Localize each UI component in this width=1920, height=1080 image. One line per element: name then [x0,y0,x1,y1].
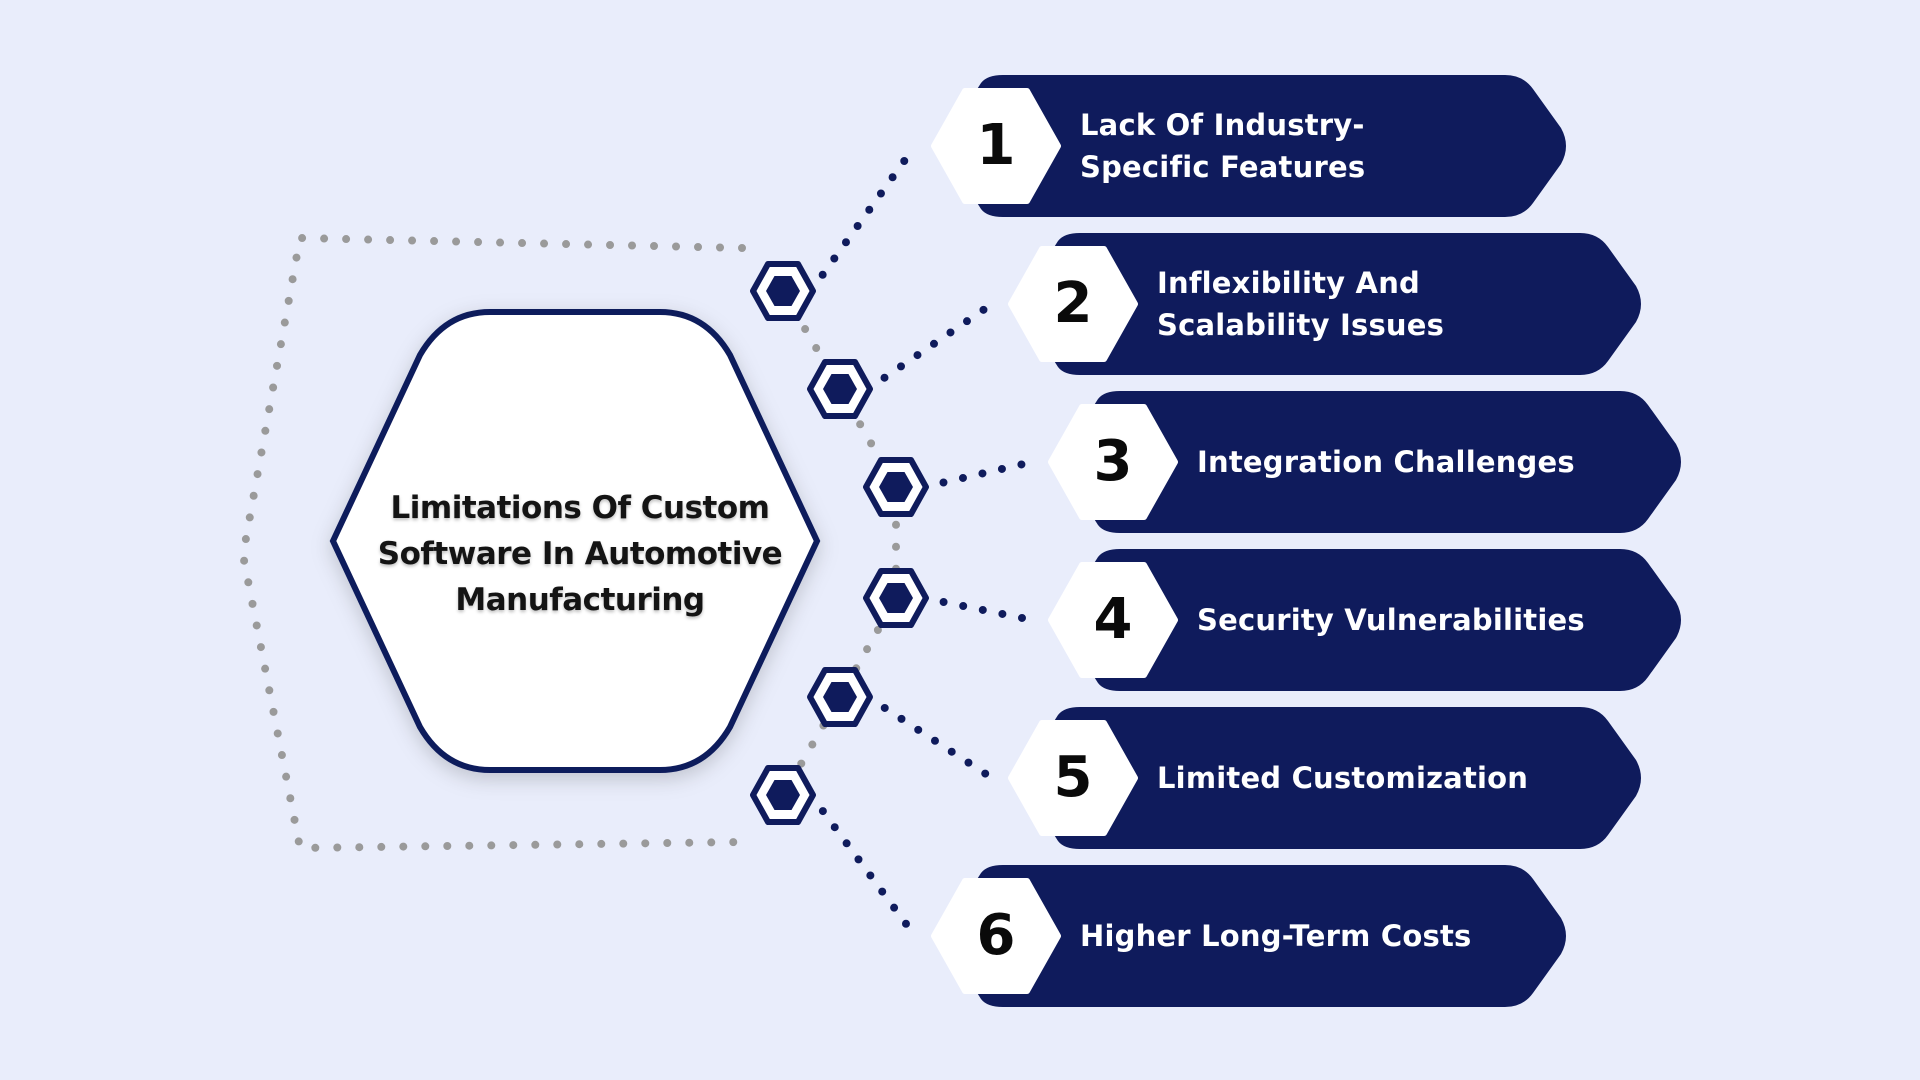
item-number-badge [1008,246,1138,362]
item-card [941,865,1566,1007]
connector-line [920,458,1036,491]
item-card [1018,233,1641,375]
connector-node-core [766,276,800,306]
connector-node-core [879,472,913,502]
item-number: 1 [976,113,1016,178]
item-number: 2 [1053,271,1093,336]
connector-line [807,142,919,295]
item-number-badge [1048,562,1178,678]
item-number: 5 [1053,745,1093,810]
item-number-badge [931,878,1061,994]
central-title: Limitations Of Custom Software In Automo… [377,490,783,618]
connector-node-core [823,682,857,712]
item-label-line: Lack Of Industry- [1080,108,1365,142]
item-label-line: Inflexibility And [1157,266,1420,300]
item-label-line: Security Vulnerabilities [1197,603,1585,637]
item-card [1018,707,1641,849]
item-number-badge [1048,404,1178,520]
central-hexagon [329,309,821,773]
item-number-badge [931,88,1061,204]
connector-line [864,300,996,393]
connector-node-core [766,780,800,810]
item-label: Higher Long-Term Costs [1080,915,1471,957]
item-label-line: Limited Customization [1157,761,1529,795]
connector-line [864,693,996,782]
connector-node-core [879,583,913,613]
outer-dotted-outline [238,233,746,853]
item-label: Security Vulnerabilities [1197,599,1585,641]
item-label: Lack Of Industry- Specific Features [1080,104,1365,188]
item-card [941,75,1566,217]
item-label-line: Integration Challenges [1197,445,1575,479]
item-number: 4 [1093,587,1133,652]
item-number: 6 [976,903,1016,968]
item-card [1058,549,1681,691]
item-label-line: Specific Features [1080,150,1366,184]
item-label: Limited Customization [1157,757,1528,799]
connector-line [807,791,919,940]
item-label-line: Scalability Issues [1157,308,1445,342]
connector-node-core [823,374,857,404]
item-number: 3 [1093,429,1133,494]
item-card [1058,391,1681,533]
item-label: Integration Challenges [1197,441,1575,483]
item-label-line: Higher Long-Term Costs [1080,919,1472,953]
item-number-badge [1008,720,1138,836]
connector-line [920,594,1036,624]
